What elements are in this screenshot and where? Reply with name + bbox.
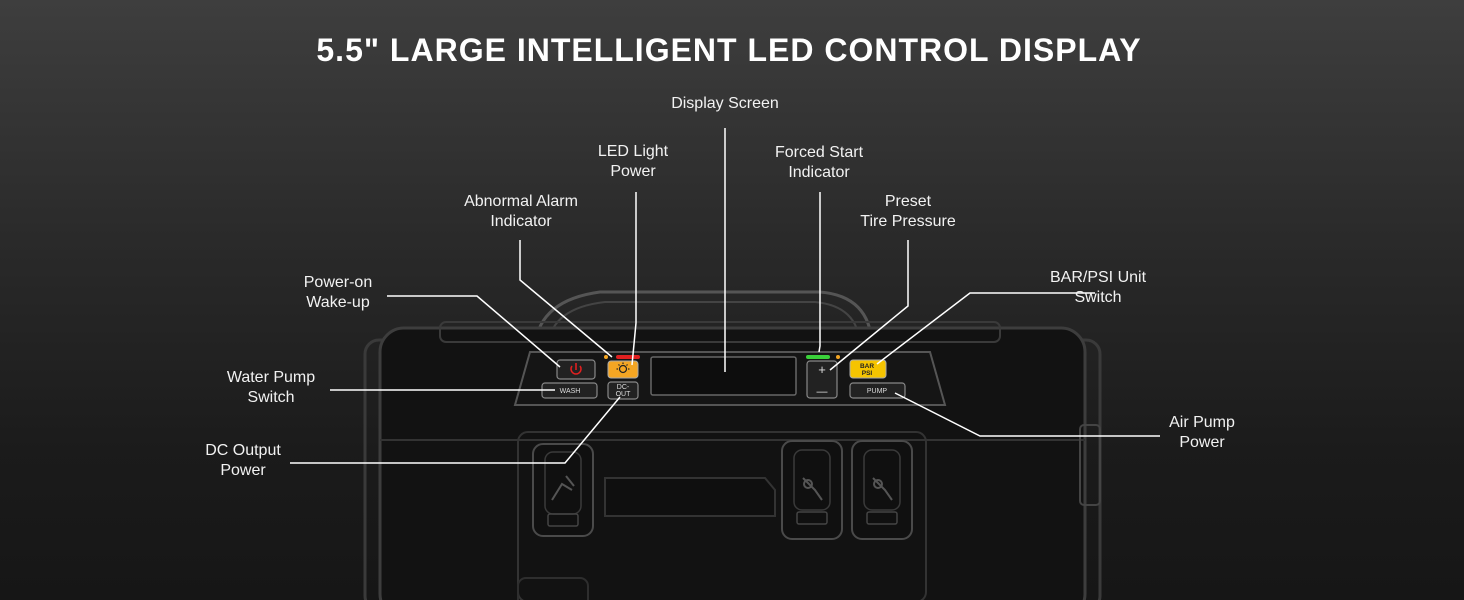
led-light-power-label: LED Light Power [597,143,669,180]
forced-start-led [806,355,830,359]
light-indicator-dot [604,355,608,359]
air-pump-leader [894,392,1160,437]
display-screen-label: Display Screen [671,95,779,112]
abnormal-alarm-leader [519,240,613,358]
dc-output-leader [290,396,621,464]
plug-icon [802,477,823,501]
alarm-led [616,355,640,359]
air-pump-power-label: Air Pump Power [1169,414,1235,451]
bar-label: BAR [860,363,874,370]
dc-out-label-line1: DC- [617,384,630,391]
power-icon [570,363,582,375]
water-pump-switch-label: Water Pump Switch [226,369,316,406]
dc-out-label-line2: OUT [616,391,632,398]
forced-start-indicator-dot [836,355,840,359]
dc-output-power-label: DC Output Power [205,442,281,479]
plug-icon [872,477,893,501]
outlet-panel [517,431,927,600]
center-recess [604,477,776,517]
light-bulb-icon [616,362,630,374]
pump-button-label: PUMP [867,388,888,395]
pump-button[interactable] [849,382,906,399]
preset-tire-pressure-leader [829,240,909,371]
leader-lines [290,128,1160,464]
page-title: 5.5" LARGE INTELLIGENT LED CONTROL DISPL… [316,32,1142,68]
dc-out-button[interactable] [607,381,639,400]
led-light-leader [631,192,637,366]
pressure-adjust-button[interactable] [806,360,838,399]
psi-label: PSI [862,370,873,377]
handle [533,290,874,346]
minus-button-label: — [817,386,828,398]
bar-psi-unit-switch-label: BAR/PSI Unit Switch [1049,269,1147,306]
power-on-wake-up-label: Power-on Wake-up [303,274,373,311]
bar-psi-leader [876,292,1095,365]
bar-psi-button[interactable] [849,359,887,379]
preset-tire-pressure-label: Preset Tire Pressure [860,193,956,230]
led-light-button[interactable] [607,360,639,379]
plus-button-label: + [818,362,826,377]
water-outlet-cover [532,443,594,537]
power-on-leader [387,295,561,368]
abnormal-alarm-indicator-label: Abnormal Alarm Indicator [464,193,578,230]
forced-start-leader [818,192,821,353]
water-nozzle-icon [551,475,575,501]
forced-start-indicator-label: Forced Start Indicator [774,144,864,181]
wash-button-label: WASH [560,388,581,395]
display-screen [650,356,797,396]
